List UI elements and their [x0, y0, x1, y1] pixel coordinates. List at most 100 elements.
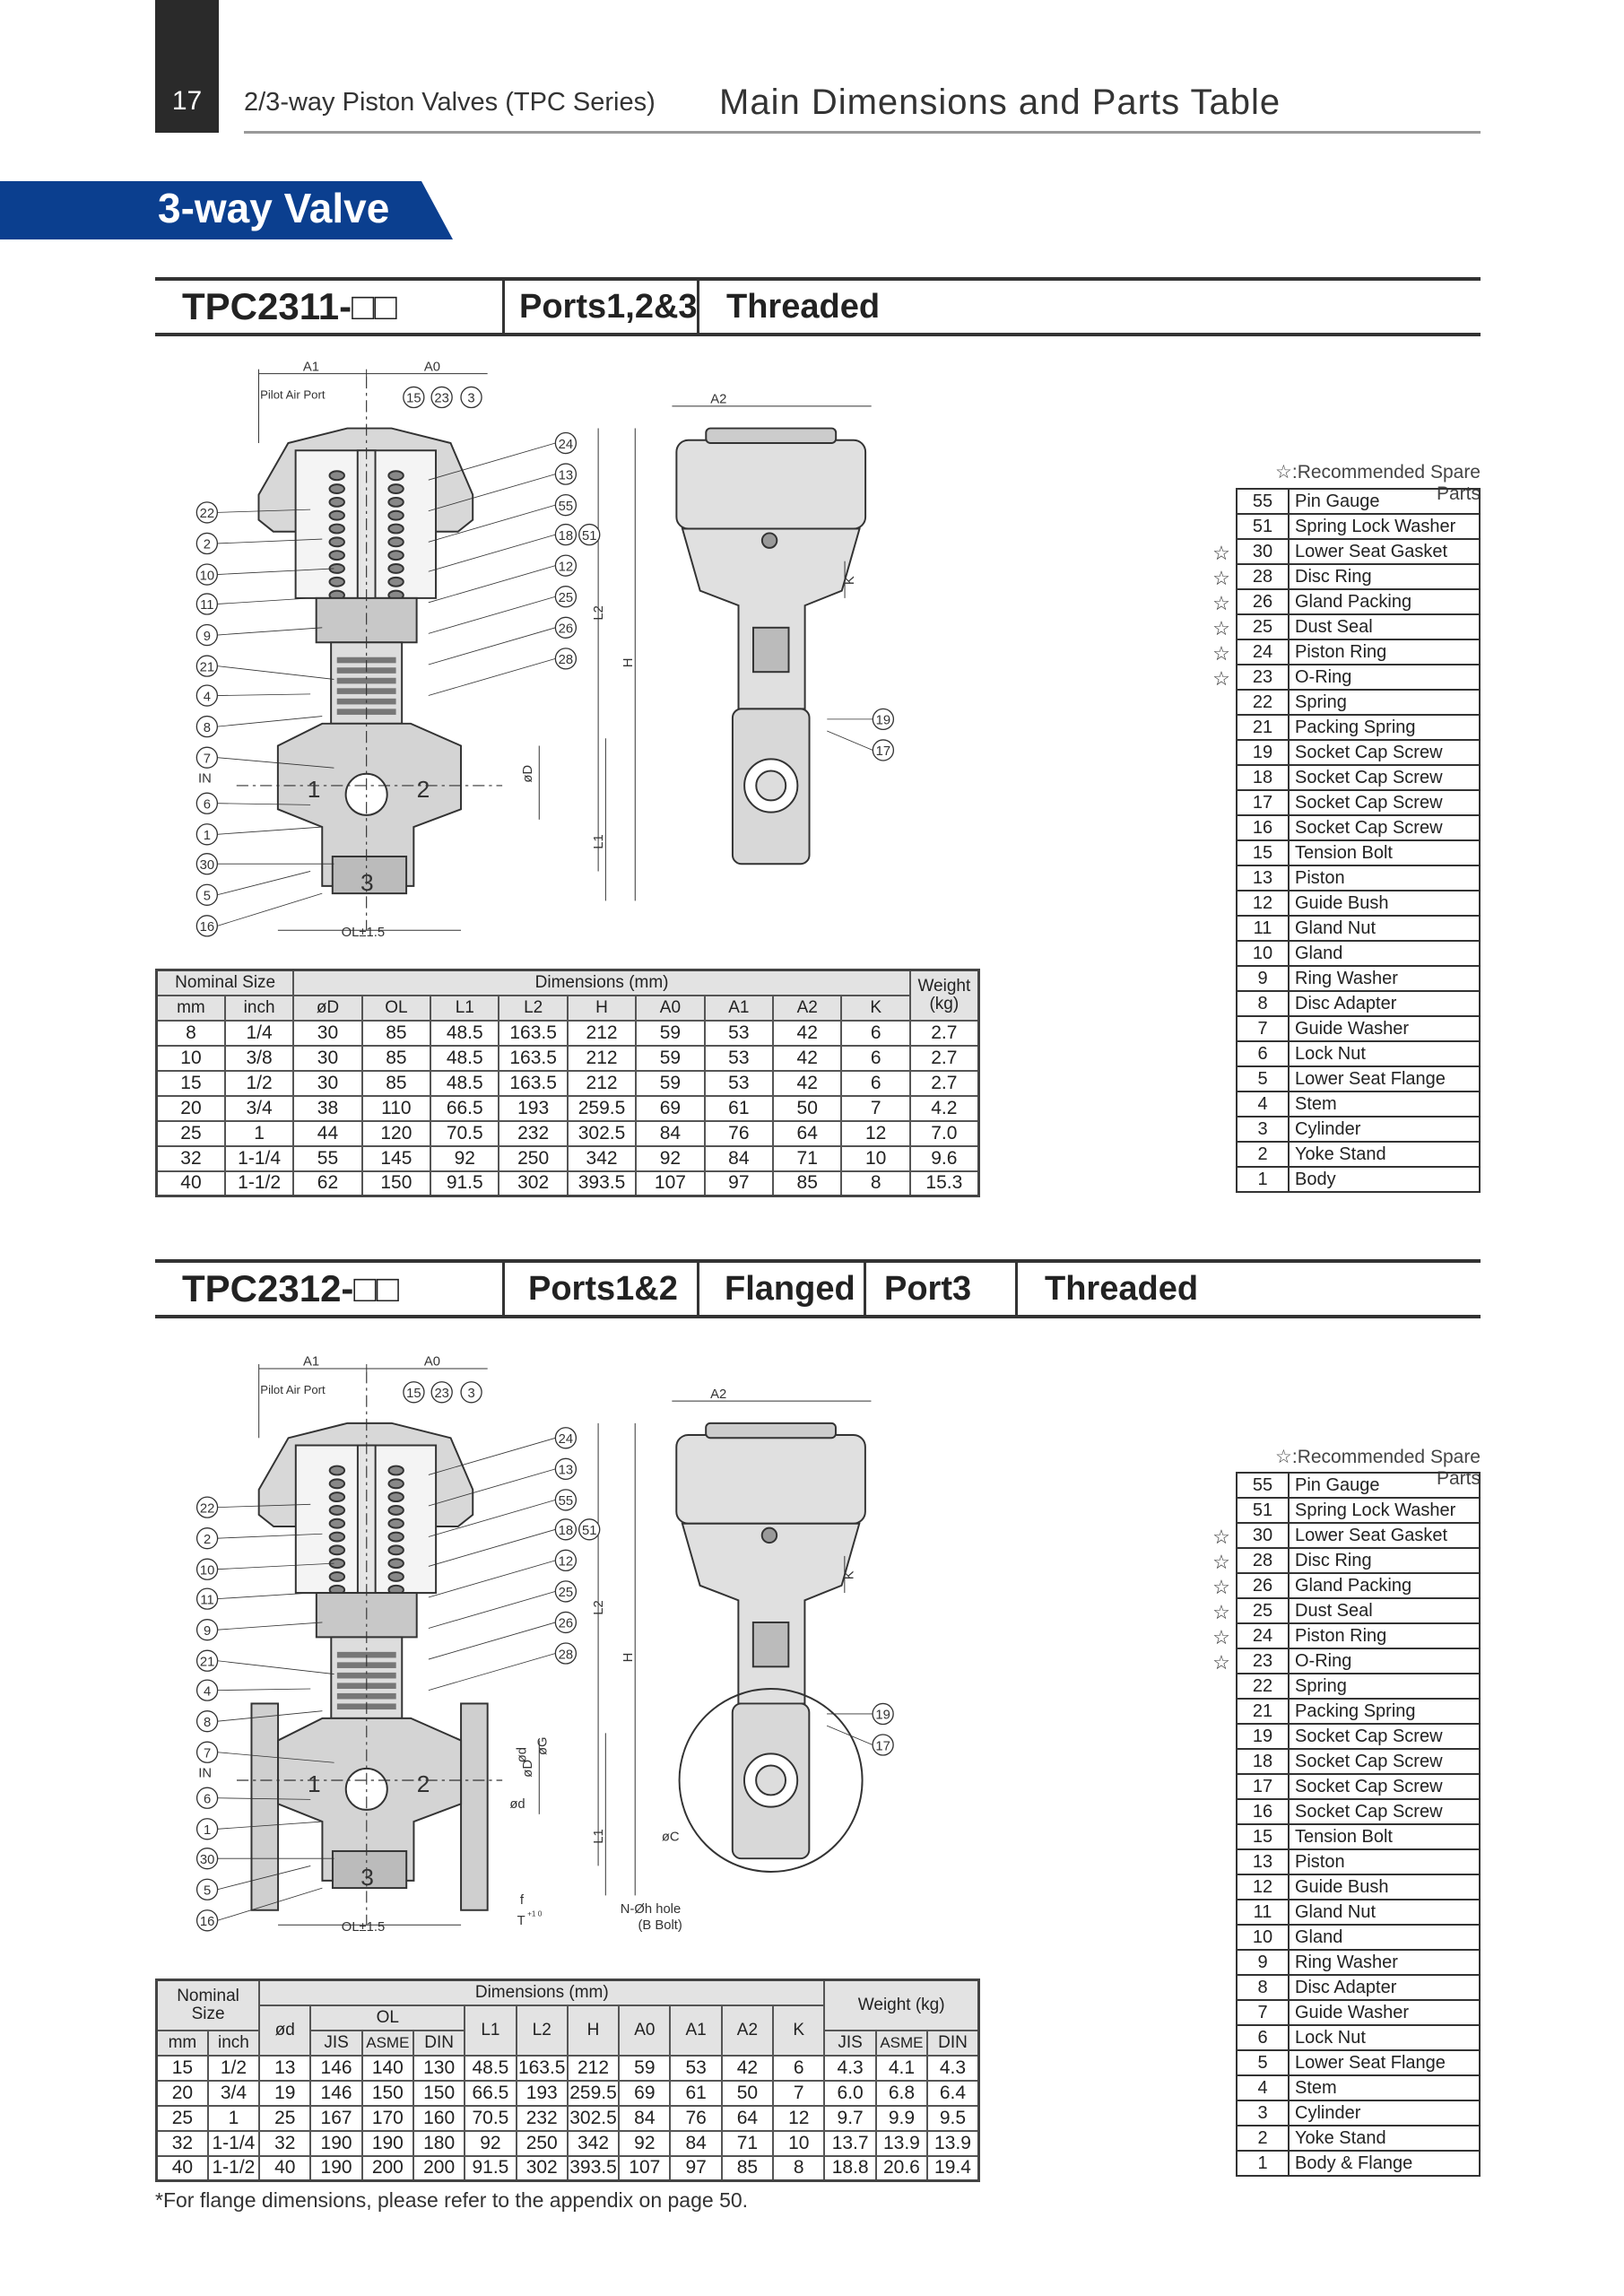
- table-cell: 91.5: [430, 1170, 500, 1197]
- part-no: 8: [1257, 993, 1268, 1013]
- table-cell: 53: [703, 1044, 775, 1072]
- part-number: 5: [1236, 1065, 1290, 1092]
- dim-l1-label: L1: [592, 834, 606, 848]
- callout-circle: [430, 386, 453, 409]
- part-name: Piston: [1288, 865, 1481, 891]
- part-name: Guide Bush: [1288, 1874, 1481, 1900]
- table-cell: 1/4: [223, 1019, 295, 1047]
- callout-number: 23: [434, 392, 448, 406]
- header-subtitle: 2/3-way Piston Valves (TPC Series): [244, 88, 656, 117]
- callout-number: 18: [559, 1524, 573, 1538]
- part-name: Guide Washer: [1288, 1999, 1481, 2026]
- table-cell: 69: [618, 2079, 672, 2107]
- spare-star-icon: ☆: [1212, 1650, 1230, 1674]
- dim-a0-label: A0: [424, 360, 440, 374]
- part-name: Yoke Stand: [1288, 2125, 1481, 2152]
- dim-ol-label: OL±1.5: [342, 926, 385, 940]
- model-header-tpc2312: TPC2312-□□ Ports1&2 Flanged Port3 Thread…: [155, 1259, 1481, 1318]
- part-number: ☆24: [1212, 1622, 1290, 1649]
- part-number: 11: [1236, 915, 1290, 942]
- spare-star-icon: ☆: [1212, 1525, 1230, 1548]
- header-divider: [244, 131, 1481, 134]
- callout-circle: [554, 493, 578, 517]
- callout-number: 26: [559, 622, 573, 637]
- part-name: Disc Adapter: [1288, 1974, 1481, 2001]
- part-no: 23: [1252, 666, 1273, 687]
- table-cell: 13: [258, 2054, 312, 2082]
- column-header: mm: [155, 994, 226, 1022]
- part-number: 17: [1236, 789, 1290, 816]
- part-number: ☆25: [1212, 1597, 1290, 1624]
- part-number: 51: [1236, 513, 1290, 540]
- table-cell: 302: [515, 2154, 569, 2182]
- table-cell: 13.9: [874, 2129, 929, 2157]
- table-cell: 8: [840, 1170, 911, 1197]
- table-cell: 59: [635, 1069, 706, 1097]
- callout-circle: [195, 715, 219, 738]
- part-name: Socket Cap Screw: [1288, 1773, 1481, 1800]
- part-number: 13: [1236, 1848, 1290, 1875]
- table-cell: 42: [772, 1019, 843, 1047]
- callout-number: 17: [875, 1739, 890, 1753]
- part-number: 22: [1236, 1673, 1290, 1700]
- dim-t-tolerance: +1 0: [527, 1909, 543, 1918]
- table-cell: 4.3: [926, 2054, 980, 2082]
- callout-number: 7: [204, 1746, 211, 1761]
- callout-circle: [195, 1649, 219, 1672]
- part-no: 18: [1252, 767, 1273, 787]
- part-name: Disc Ring: [1288, 563, 1481, 590]
- part-no: 2: [1257, 1144, 1268, 1164]
- callout-number: 11: [200, 1593, 213, 1607]
- part-name: Socket Cap Screw: [1288, 789, 1481, 816]
- part-no: 51: [1252, 1500, 1273, 1520]
- callout-circle: [195, 1710, 219, 1733]
- table-cell: 170: [360, 2104, 414, 2132]
- table-cell: 200: [412, 2154, 466, 2182]
- ports-cell: Ports1,2&3: [502, 281, 698, 333]
- part-number: 13: [1236, 865, 1290, 891]
- callout-circle: [554, 1427, 578, 1449]
- table-cell: 50: [720, 2079, 775, 2107]
- table-cell: 85: [360, 1019, 432, 1047]
- callout-circle: [195, 1619, 219, 1641]
- table-cell: 145: [360, 1144, 432, 1172]
- part-no: 22: [1252, 691, 1273, 712]
- table-cell: 85: [772, 1170, 843, 1197]
- part-no: 7: [1257, 2002, 1268, 2022]
- callout-circle: [554, 431, 578, 455]
- port-1-label: 1: [308, 1770, 321, 1797]
- callout-circle: [195, 1558, 219, 1580]
- column-header: A1: [703, 994, 775, 1022]
- part-name: Gland Packing: [1288, 588, 1481, 615]
- part-no: 6: [1257, 2027, 1268, 2048]
- table-cell: 190: [309, 2129, 363, 2157]
- table-cell: 64: [772, 1119, 843, 1147]
- table-cell: 167: [309, 2104, 363, 2132]
- part-no: 12: [1252, 892, 1273, 913]
- table-cell: 1-1/2: [206, 2154, 261, 2182]
- part-number: ☆23: [1212, 1648, 1290, 1674]
- callout-circle: [403, 386, 425, 409]
- table-cell: 10: [840, 1144, 911, 1172]
- part-name: Disc Ring: [1288, 1547, 1481, 1574]
- part-no: 6: [1257, 1043, 1268, 1064]
- part-no: 18: [1252, 1751, 1273, 1771]
- callout-number: 21: [200, 660, 214, 674]
- part-number: ☆26: [1212, 588, 1290, 615]
- part-name: Socket Cap Screw: [1288, 764, 1481, 791]
